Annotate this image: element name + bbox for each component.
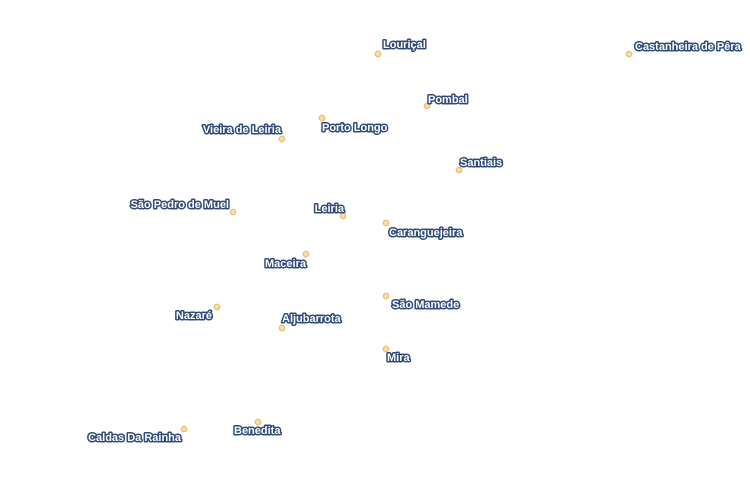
- place-label: Mira: [387, 352, 411, 364]
- place-label: Castanheira de Pêra: [635, 41, 742, 53]
- place-caldas-da-rainha[interactable]: Caldas Da Rainha: [87, 425, 188, 446]
- place-aljubarrota[interactable]: Aljubarrota: [278, 312, 343, 332]
- place-castanheira-de-pera[interactable]: Castanheira de Pêra: [625, 40, 743, 58]
- place-leiria[interactable]: Leiria: [313, 202, 347, 220]
- place-marker[interactable]: [302, 250, 310, 258]
- place-marker[interactable]: [278, 135, 286, 143]
- place-marker[interactable]: [625, 50, 633, 58]
- place-marker[interactable]: [455, 166, 463, 174]
- place-maceira[interactable]: Maceira: [264, 250, 310, 272]
- place-label: Vieira de Leiria: [203, 124, 282, 136]
- place-marker[interactable]: [382, 292, 390, 300]
- place-vieira-de-leiria[interactable]: Vieira de Leiria: [201, 123, 286, 143]
- place-label: Louriçal: [383, 39, 426, 51]
- place-caranguejeira[interactable]: Caranguejeira: [382, 219, 465, 241]
- place-marker[interactable]: [254, 418, 262, 426]
- place-marker[interactable]: [229, 208, 237, 216]
- place-label: Nazaré: [176, 310, 212, 322]
- place-label: Pombal: [428, 94, 468, 106]
- place-label: São Pedro de Muel: [131, 199, 229, 211]
- place-sao-mamede[interactable]: São Mamede: [382, 292, 461, 313]
- place-marker[interactable]: [374, 50, 382, 58]
- place-marker[interactable]: [339, 212, 347, 220]
- place-label: Leiria: [315, 203, 345, 215]
- place-nazare[interactable]: Nazaré: [174, 303, 221, 324]
- place-benedita[interactable]: Benedita: [233, 418, 283, 439]
- place-porto-longo[interactable]: Porto Longo: [318, 114, 389, 136]
- place-label: Aljubarrota: [282, 313, 342, 325]
- place-louricak[interactable]: Louriçal: [374, 38, 427, 58]
- place-label: São Mamede: [392, 299, 459, 311]
- place-marker[interactable]: [278, 324, 286, 332]
- place-marker[interactable]: [180, 425, 188, 433]
- place-pombal[interactable]: Pombal: [423, 93, 469, 110]
- place-marker[interactable]: [423, 102, 431, 110]
- place-label: Maceira: [265, 258, 307, 270]
- place-label: Santiais: [460, 157, 502, 169]
- place-marker[interactable]: [382, 219, 390, 227]
- place-marker[interactable]: [213, 303, 221, 311]
- place-label: Caldas Da Rainha: [88, 432, 182, 444]
- place-label: Benedita: [234, 425, 281, 437]
- place-santiais[interactable]: Santiais: [455, 156, 504, 174]
- place-sao-pedro-de-muel[interactable]: São Pedro de Muel: [129, 198, 237, 216]
- place-label: Porto Longo: [322, 122, 388, 134]
- place-marker[interactable]: [382, 345, 390, 353]
- place-label: Caranguejeira: [389, 227, 463, 239]
- place-mira[interactable]: Mira: [382, 345, 412, 366]
- place-marker[interactable]: [318, 114, 326, 122]
